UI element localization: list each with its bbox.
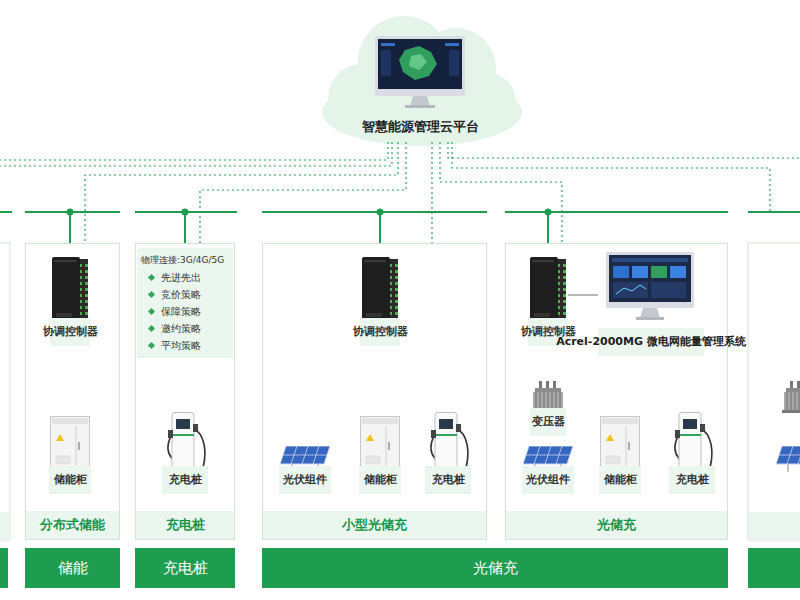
category-band-text: 充电桩 xyxy=(163,559,208,578)
device-label: 储能柜 xyxy=(359,410,401,494)
strategy-row: 先进先出 xyxy=(141,269,229,286)
strategy-row: 邀约策略 xyxy=(141,320,229,337)
cloud-link xyxy=(200,142,406,243)
device-label-text: 充电桩 xyxy=(162,466,208,494)
device-label: 充电桩 xyxy=(669,410,715,494)
system-panel-text: 充电桩 xyxy=(136,511,234,539)
strategy-row: 竞价策略 xyxy=(141,286,229,303)
cloud-link xyxy=(431,142,432,243)
strategy-item: 平均策略 xyxy=(161,337,201,354)
system-panel: 充电桩 物理连接:3G/4G/5G 先进先出竞价策略保障策略邀约策略平均策略充电桩 xyxy=(135,243,235,540)
connection-note: 物理连接:3G/4G/5G xyxy=(141,255,224,265)
cloud-platform-text: 智慧能源管理云平台 xyxy=(362,118,479,136)
system-panel-text: 光储充 xyxy=(506,511,727,539)
system-panel-text: 分布式储能 xyxy=(26,511,119,539)
strategy-item: 邀约策略 xyxy=(161,320,201,337)
device-label: 储能柜 xyxy=(599,410,641,494)
bullet xyxy=(148,291,155,298)
cloud-link xyxy=(440,142,562,243)
category-band-text: 光储充 xyxy=(473,559,518,578)
bullet xyxy=(148,308,155,315)
device-label: 协调控制器 xyxy=(528,252,568,346)
category-band-text: 储能 xyxy=(58,559,88,578)
device-label-text: 充电桩 xyxy=(669,466,715,494)
system-panel: 小型光储充 协调控制器光伏组件储能柜充电桩 xyxy=(262,243,487,540)
system-panel: 分布式储能 协调控制器储能柜 xyxy=(25,243,120,540)
strategy-row: 平均策略 xyxy=(141,337,229,354)
strategy-item: 先进先出 xyxy=(161,269,201,286)
device-label-text: 储能柜 xyxy=(359,466,401,494)
bullet xyxy=(148,325,155,332)
device-label: 变压器 xyxy=(530,376,566,436)
device-label-text: 充电桩 xyxy=(425,466,471,494)
ems-monitor: Acrel-2000MG 微电网能量管理系统 xyxy=(598,248,704,356)
bullet xyxy=(148,342,155,349)
strategy-row: 保障策略 xyxy=(141,303,229,320)
cloud-platform: 智慧能源管理云平台 xyxy=(330,20,510,142)
device-label: 协调控制器 xyxy=(50,252,90,346)
device-label: 协调控制器 xyxy=(360,252,400,346)
device-label-text: 储能柜 xyxy=(599,466,641,494)
device-label: 充电桩 xyxy=(425,410,471,494)
strategy-item: 竞价策略 xyxy=(161,286,201,303)
device-label-text: 协调控制器 xyxy=(50,318,90,346)
category-band: 储能 xyxy=(25,548,120,588)
device-label-text: 光伏组件 xyxy=(279,466,331,494)
system-panel-text: 小型光储充 xyxy=(263,511,486,539)
device-label: 光伏组件 xyxy=(279,440,331,494)
device-label-text: 储能柜 xyxy=(49,466,91,494)
category-band: 光储充 xyxy=(262,548,728,588)
ems-monitor-text: Acrel-2000MG 微电网能量管理系统 xyxy=(598,328,704,356)
device-label-text: 协调控制器 xyxy=(528,318,568,346)
device-label-text: 变压器 xyxy=(530,408,566,436)
category-band: 充电桩 xyxy=(135,548,235,588)
data-link xyxy=(568,294,598,295)
device-label-text: 协调控制器 xyxy=(360,318,400,346)
cloud-link xyxy=(85,142,398,243)
strategy-item: 保障策略 xyxy=(161,303,201,320)
device-label: 充电桩 xyxy=(162,410,208,494)
bullet xyxy=(148,274,155,281)
device-label: 光伏组件 xyxy=(522,440,574,494)
device-label: 储能柜 xyxy=(49,410,91,494)
strategy-box: 物理连接:3G/4G/5G 先进先出竞价策略保障策略邀约策略平均策略 xyxy=(137,248,233,358)
system-panel: 光储充 协调控制器 Acrel-2000MG 微电网能量管理系统变压器光伏组件储能柜… xyxy=(505,243,728,540)
device-label-text: 光伏组件 xyxy=(522,466,574,494)
strategy-row: 物理连接:3G/4G/5G xyxy=(141,252,229,269)
